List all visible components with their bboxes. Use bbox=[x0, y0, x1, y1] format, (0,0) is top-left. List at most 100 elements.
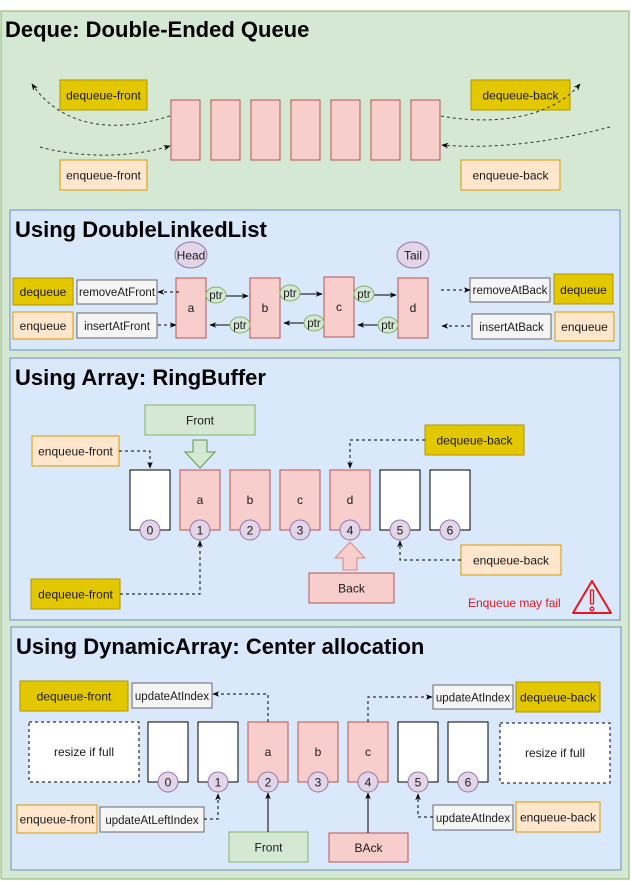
insert-at-back-method: insertAtBack bbox=[471, 313, 552, 340]
da-update-at-index-back: updateAtIndex bbox=[432, 684, 514, 710]
linked-list-title: Using DoubleLinkedList bbox=[15, 217, 267, 242]
array-cell: a2 bbox=[247, 721, 289, 793]
index-label: 1 bbox=[215, 776, 222, 790]
array-cell: b2 bbox=[229, 469, 271, 541]
dynamic-array-title: Using DynamicArray: Center allocation bbox=[16, 634, 424, 659]
da-update-at-index-front: updateAtIndex bbox=[131, 682, 213, 709]
da-enqueue-front-arrow bbox=[204, 793, 221, 820]
da-enqueue-back-label: enqueue-back bbox=[520, 811, 597, 825]
main-deque-cells bbox=[170, 99, 441, 161]
ll-enqueue-left-label: enqueue bbox=[20, 319, 67, 333]
warning-icon bbox=[572, 580, 612, 614]
array-cell: 5 bbox=[397, 721, 439, 793]
index-badge: 3 bbox=[307, 771, 329, 793]
da-dequeue-back: dequeue-back bbox=[515, 681, 601, 713]
resize-right-label: resize if full bbox=[525, 746, 585, 760]
da-dequeue-front: dequeue-front bbox=[19, 680, 129, 712]
ll-dequeue-left: dequeue bbox=[12, 277, 74, 306]
main-dequeue-front: dequeue-front bbox=[59, 79, 148, 111]
index-badge: 0 bbox=[139, 519, 161, 541]
ptr-badge: ptr bbox=[205, 286, 227, 304]
ptr-label: ptr bbox=[209, 290, 223, 302]
head-label: Head bbox=[177, 249, 206, 263]
array-cell: c4 bbox=[347, 721, 389, 793]
array-cell: 0 bbox=[147, 721, 189, 793]
node-label: b bbox=[262, 301, 269, 315]
index-badge: 1 bbox=[207, 771, 229, 793]
array-cell: a1 bbox=[179, 469, 221, 541]
array-cell: 6 bbox=[429, 469, 471, 541]
index-label: 4 bbox=[347, 524, 354, 538]
index-label: 5 bbox=[397, 524, 404, 538]
array-cell: b3 bbox=[297, 721, 339, 793]
resize-left-label: resize if full bbox=[54, 745, 114, 759]
da-front-label: Front bbox=[254, 841, 283, 855]
rb-enqueue-back: enqueue-back bbox=[460, 544, 562, 576]
main-dequeue-back: dequeue-back bbox=[470, 79, 571, 111]
ptr-badge: ptr bbox=[303, 314, 325, 332]
deque-cell bbox=[330, 99, 361, 161]
ptr-label: ptr bbox=[307, 318, 321, 330]
ring-buffer-title: Using Array: RingBuffer bbox=[15, 365, 266, 390]
da-update-at-left-index-label: updateAtLeftIndex bbox=[105, 815, 199, 827]
ll-enqueue-right: enqueue bbox=[554, 311, 615, 342]
ll-enqueue-right-label: enqueue bbox=[561, 320, 608, 334]
da-front-pointer: Front bbox=[228, 831, 309, 863]
rb-enqueue-front-arrow bbox=[119, 450, 153, 469]
array-cell: 0 bbox=[129, 469, 171, 541]
da-enqueue-back: enqueue-back bbox=[515, 801, 601, 833]
rb-front-pointer: Front bbox=[144, 404, 256, 436]
dequeue-back-arrow bbox=[440, 83, 581, 121]
index-badge: 2 bbox=[239, 519, 261, 541]
ptr-label: ptr bbox=[283, 288, 297, 300]
array-cell: 5 bbox=[379, 469, 421, 541]
ll-enqueue-left: enqueue bbox=[12, 311, 74, 340]
ll-dequeue-right-label: dequeue bbox=[560, 283, 607, 297]
index-label: 1 bbox=[197, 524, 204, 538]
rb-dequeue-front-label: dequeue-front bbox=[38, 588, 113, 602]
da-update-at-index-back-label: updateAtIndex bbox=[436, 693, 510, 705]
node-label: d bbox=[410, 301, 417, 315]
ptr-badge: ptr bbox=[377, 316, 399, 334]
array-cell: 1 bbox=[197, 721, 239, 793]
main-dequeue-back-label: dequeue-back bbox=[482, 89, 559, 103]
cell-value: a bbox=[265, 745, 272, 759]
ptr-badge: ptr bbox=[229, 316, 251, 334]
index-badge: 1 bbox=[189, 519, 211, 541]
index-label: 4 bbox=[365, 776, 372, 790]
deque-cell bbox=[370, 99, 401, 161]
index-badge: 6 bbox=[457, 771, 479, 793]
da-enqueue-front-label: enqueue-front bbox=[20, 813, 95, 827]
index-label: 3 bbox=[315, 776, 322, 790]
cell-value: b bbox=[247, 493, 254, 507]
resize-right-box: resize if full bbox=[499, 722, 611, 784]
da-back-label: BAck bbox=[354, 841, 383, 855]
index-label: 2 bbox=[247, 524, 254, 538]
front-down-arrow-icon bbox=[183, 439, 217, 469]
cell-value: c bbox=[297, 493, 303, 507]
rb-back-pointer: Back bbox=[308, 572, 395, 604]
remove-at-back-label: removeAtBack bbox=[473, 285, 548, 297]
back-up-arrow-icon bbox=[333, 541, 367, 571]
ptr-label: ptr bbox=[357, 289, 371, 301]
remove-at-front-label: removeAtFront bbox=[79, 287, 156, 299]
main-enqueue-front: enqueue-front bbox=[59, 159, 148, 191]
main-enqueue-back: enqueue-back bbox=[460, 159, 561, 191]
index-label: 6 bbox=[447, 524, 454, 538]
index-badge: 0 bbox=[157, 771, 179, 793]
da-dequeue-back-label: dequeue-back bbox=[520, 691, 597, 705]
rb-back-label: Back bbox=[338, 582, 366, 596]
cell-value: b bbox=[315, 745, 322, 759]
cell-value: a bbox=[197, 493, 204, 507]
main-enqueue-back-label: enqueue-back bbox=[472, 169, 549, 183]
deque-cell bbox=[170, 99, 201, 161]
cell-value: c bbox=[365, 745, 371, 759]
deque-cell bbox=[250, 99, 281, 161]
insert-at-back-label: insertAtBack bbox=[479, 322, 544, 334]
deque-cell bbox=[290, 99, 321, 161]
enqueue-warning-text: Enqueue may fail bbox=[468, 596, 561, 610]
index-label: 3 bbox=[297, 524, 304, 538]
linked-list-node: b bbox=[249, 277, 281, 339]
index-label: 6 bbox=[465, 776, 472, 790]
